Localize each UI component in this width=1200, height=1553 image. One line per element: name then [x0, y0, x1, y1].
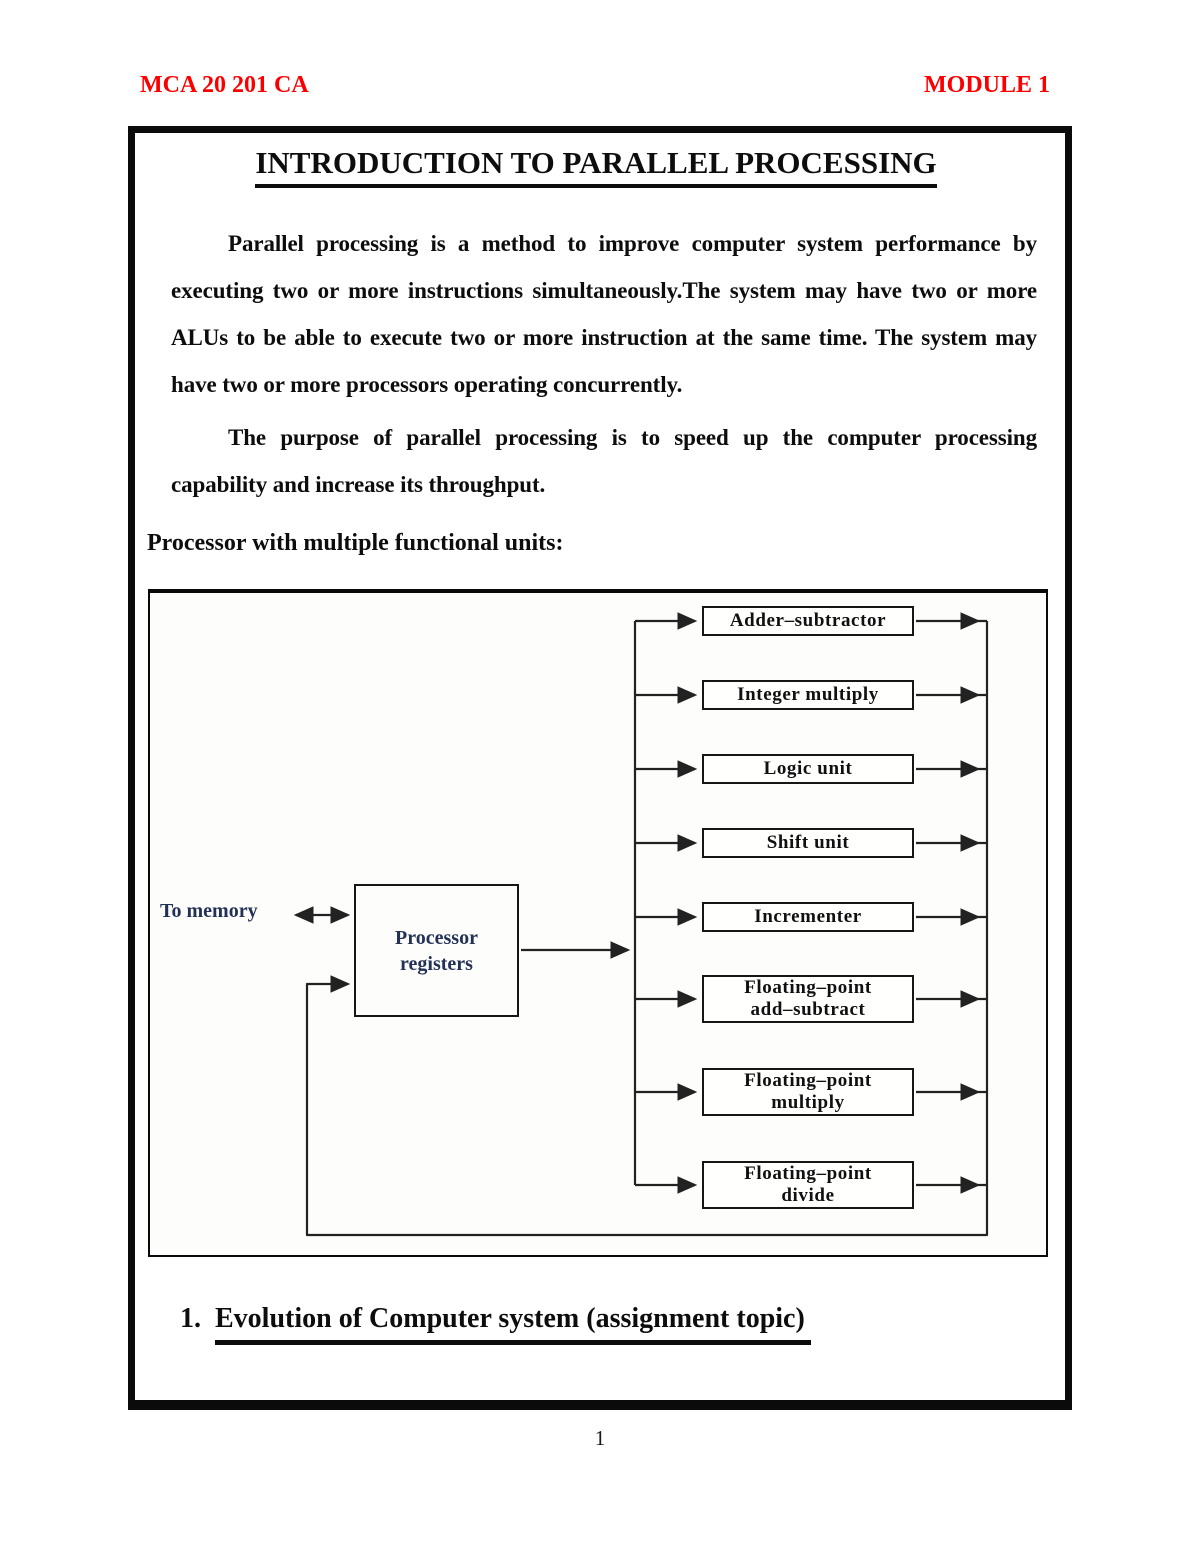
paragraph-purpose: The purpose of parallel processing is to…: [171, 425, 1037, 497]
memory-label: To memory: [160, 900, 258, 922]
assignment-item: 1. Evolution of Computer system (assignm…: [180, 1303, 1045, 1345]
processor-registers-box: Processor registers: [354, 884, 519, 1017]
paragraph-parallel-processing: Parallel processing is a method to impro…: [171, 231, 1037, 397]
document-title: INTRODUCTION TO PARALLEL PROCESSING: [147, 145, 1045, 188]
assignment-item-label: Evolution of Computer system (assignment…: [215, 1303, 811, 1345]
content-border-box: INTRODUCTION TO PARALLEL PROCESSING Para…: [128, 126, 1072, 1410]
diagram-connectors: [293, 612, 989, 1237]
functional-unit-box-fp-divide: Floating–point divide: [702, 1161, 914, 1209]
functional-unit-box-fp-multiply: Floating–point multiply: [702, 1068, 914, 1116]
functional-unit-box-logic-unit: Logic unit: [702, 754, 914, 784]
assignment-item-number: 1.: [180, 1303, 201, 1334]
functional-unit-box-adder-subtractor: Adder–subtractor: [702, 606, 914, 636]
functional-unit-box-incrementer: Incrementer: [702, 902, 914, 932]
functional-unit-box-integer-multiply: Integer multiply: [702, 680, 914, 710]
course-code: MCA 20 201 CA: [140, 72, 309, 98]
page-number: 1: [594, 1426, 606, 1450]
functional-units-diagram: To memory Processor registers Adder–subt…: [148, 589, 1048, 1257]
page-header: MCA 20 201 CA MODULE 1: [0, 0, 1200, 99]
functional-unit-box-shift-unit: Shift unit: [702, 828, 914, 858]
section-heading: Processor with multiple functional units…: [147, 530, 564, 556]
module-label: MODULE 1: [924, 72, 1050, 98]
document-title-text: INTRODUCTION TO PARALLEL PROCESSING: [255, 145, 937, 188]
functional-unit-box-fp-add-subtract: Floating–point add–subtract: [702, 975, 914, 1023]
